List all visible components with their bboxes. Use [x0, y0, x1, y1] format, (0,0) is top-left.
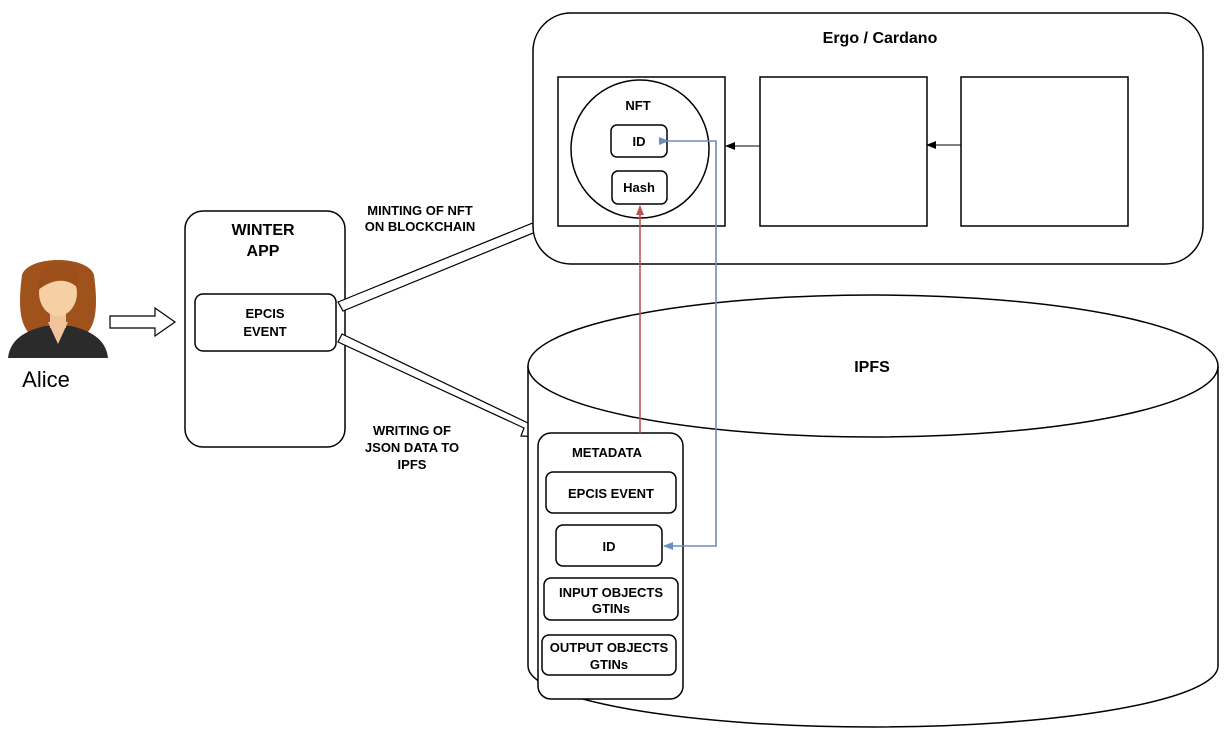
writing-arrow	[337, 333, 548, 438]
metadata-id-label: ID	[603, 539, 616, 554]
block-3	[960, 76, 1129, 227]
metadata-output-line2: GTINs	[590, 657, 628, 672]
nft-title: NFT	[625, 98, 650, 113]
metadata-title: METADATA	[572, 445, 643, 460]
app-epcis-event-box	[194, 293, 337, 352]
metadata-epcis-event-box	[545, 471, 677, 514]
id-link-arrow	[659, 137, 717, 550]
nft-hash-label: Hash	[623, 180, 655, 195]
alice-avatar-icon	[8, 260, 108, 358]
metadata-input-line2: GTINs	[592, 601, 630, 616]
nft-id-label: ID	[633, 134, 646, 149]
app-epcis-event-line1: EPCIS	[245, 306, 284, 321]
winter-app-title-line1: WINTER	[231, 222, 295, 239]
metadata-input-line1: INPUT OBJECTS	[559, 585, 663, 600]
metadata-output-line1: OUTPUT OBJECTS	[550, 640, 669, 655]
minting-label-line1: MINTING OF NFT	[367, 203, 472, 218]
winter-app-title-line2: APP	[247, 243, 280, 260]
writing-label-line3: IPFS	[398, 457, 427, 472]
writing-label-line2: JSON DATA TO	[365, 440, 459, 455]
alice-to-app-arrow	[109, 306, 177, 338]
app-epcis-event-line2: EVENT	[243, 324, 286, 339]
ipfs-cylinder-top	[527, 294, 1219, 438]
block-2	[759, 76, 928, 227]
metadata-output-objects-box	[541, 634, 677, 676]
blockchain-title: Ergo / Cardano	[823, 30, 938, 47]
metadata-input-objects-box	[543, 577, 679, 621]
minting-label-line2: ON BLOCKCHAIN	[365, 219, 476, 234]
ipfs-title: IPFS	[854, 359, 890, 376]
writing-label-line1: WRITING OF	[373, 423, 451, 438]
actor-name: Alice	[22, 367, 70, 392]
metadata-epcis-event: EPCIS EVENT	[568, 486, 654, 501]
